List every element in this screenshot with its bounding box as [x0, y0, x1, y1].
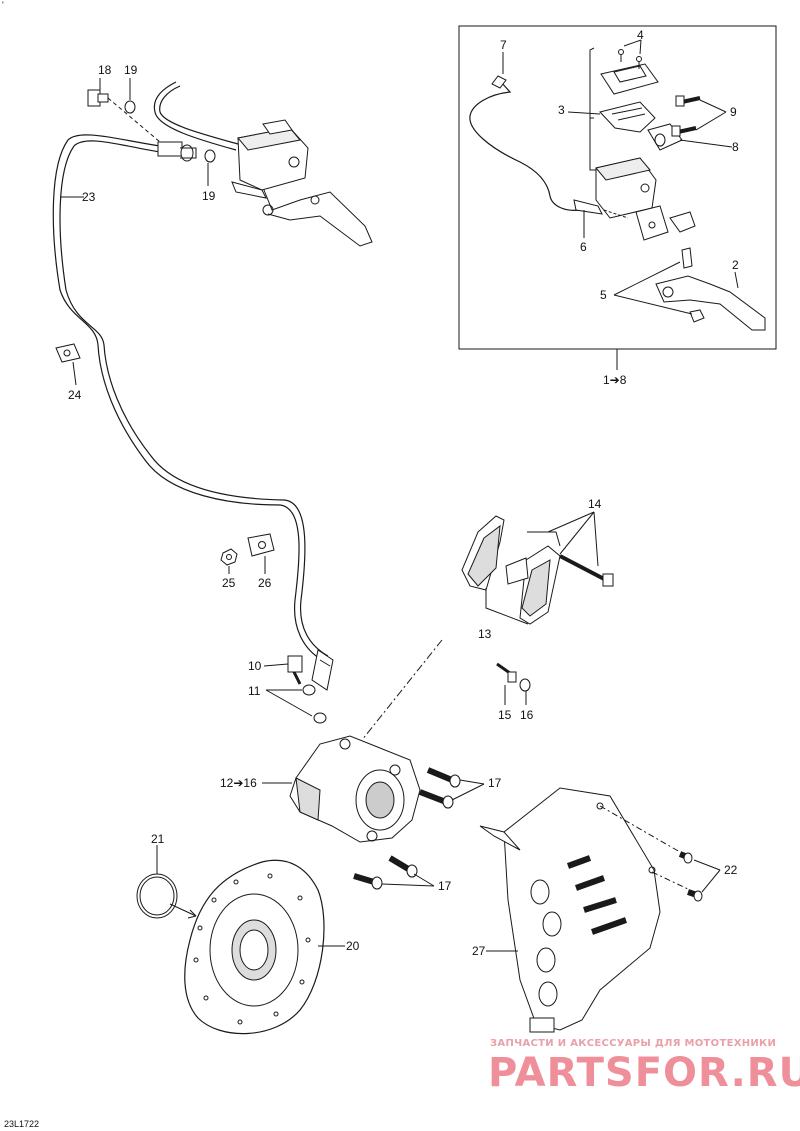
callout-12-16: 12➔16	[220, 776, 257, 790]
callout-23: 23	[82, 190, 96, 204]
callout-27: 27	[472, 944, 486, 958]
callout-19-lower: 19	[202, 189, 216, 203]
callout-8: 8	[732, 140, 739, 154]
washer-11a	[302, 684, 316, 696]
pad-pin-14	[527, 531, 614, 587]
oring-21	[136, 873, 178, 919]
brake-caliper	[289, 735, 421, 843]
bolts-17-upper	[418, 767, 485, 809]
kit-diaphragm-3	[599, 101, 656, 133]
callout-1-8: 1➔8	[603, 373, 627, 387]
callout-13: 13	[478, 627, 492, 641]
watermark-tagline: ЗАПЧАСТИ И АКСЕССУАРЫ ДЛЯ МОТОТЕХНИКИ	[490, 1038, 777, 1049]
hose-fitting-upper	[157, 141, 197, 162]
washer-11b	[313, 712, 327, 724]
kit-reservoir-cap-4	[600, 49, 659, 95]
washer-19a	[124, 100, 136, 114]
diagram-code: 23L1722	[4, 1119, 40, 1129]
callout-19-upper: 19	[124, 63, 138, 77]
clip-26	[247, 533, 275, 557]
dashdot-guide	[361, 639, 443, 741]
callout-11: 11	[248, 684, 261, 698]
brake-pads-13	[461, 515, 561, 625]
callout-18: 18	[98, 63, 112, 77]
bleeder-15	[496, 662, 517, 705]
callout-10: 10	[248, 659, 262, 673]
banjo-bolt-18	[87, 89, 161, 143]
hose-clip-24	[55, 343, 81, 363]
callout-17-upper: 17	[488, 776, 502, 790]
callout-15: 15	[498, 708, 512, 722]
leaders-13-14	[485, 511, 599, 625]
callout-22: 22	[724, 863, 738, 877]
bleeder-cap-16	[519, 678, 531, 705]
brake-disc-20	[184, 859, 325, 1035]
callout-3: 3	[558, 103, 565, 117]
inset-leaders	[502, 39, 739, 315]
hose-fitting-lower	[311, 649, 334, 691]
callout-16: 16	[520, 708, 534, 722]
callout-9: 9	[730, 105, 737, 119]
callout-24: 24	[68, 388, 82, 402]
callout-6: 6	[580, 240, 587, 254]
banjo-bolt-10	[287, 655, 303, 685]
kit-master-body	[595, 157, 669, 241]
callout-20: 20	[346, 939, 360, 953]
heat-shield-27	[479, 787, 661, 1033]
kit-switch-7	[469, 75, 581, 211]
bolts-17-lower	[353, 855, 435, 890]
nut-25	[220, 548, 238, 566]
callout-21: 21	[151, 832, 165, 846]
callout-26: 26	[258, 576, 272, 590]
brake-hose	[52, 134, 329, 661]
callout-2: 2	[732, 258, 739, 272]
kit-switch-6	[573, 199, 629, 219]
callout-5: 5	[600, 288, 607, 302]
corner-mark: '	[2, 0, 4, 10]
callout-17-lower: 17	[438, 879, 452, 893]
kit-lever-2	[655, 275, 766, 331]
kit-boot	[669, 211, 696, 233]
watermark-brand: PARTSFOR.RU	[488, 1050, 800, 1096]
washer-19b	[204, 149, 216, 163]
callout-4: 4	[637, 28, 644, 42]
callout-14: 14	[588, 497, 602, 511]
screws-22	[599, 805, 721, 902]
kit-pivot-5	[681, 247, 705, 323]
master-cylinder-main	[231, 119, 373, 247]
callout-7: 7	[500, 38, 507, 52]
kit-screws-9	[671, 95, 701, 137]
callout-25: 25	[222, 576, 236, 590]
handlebar-rod	[153, 81, 237, 151]
misc-leaders	[60, 78, 292, 784]
